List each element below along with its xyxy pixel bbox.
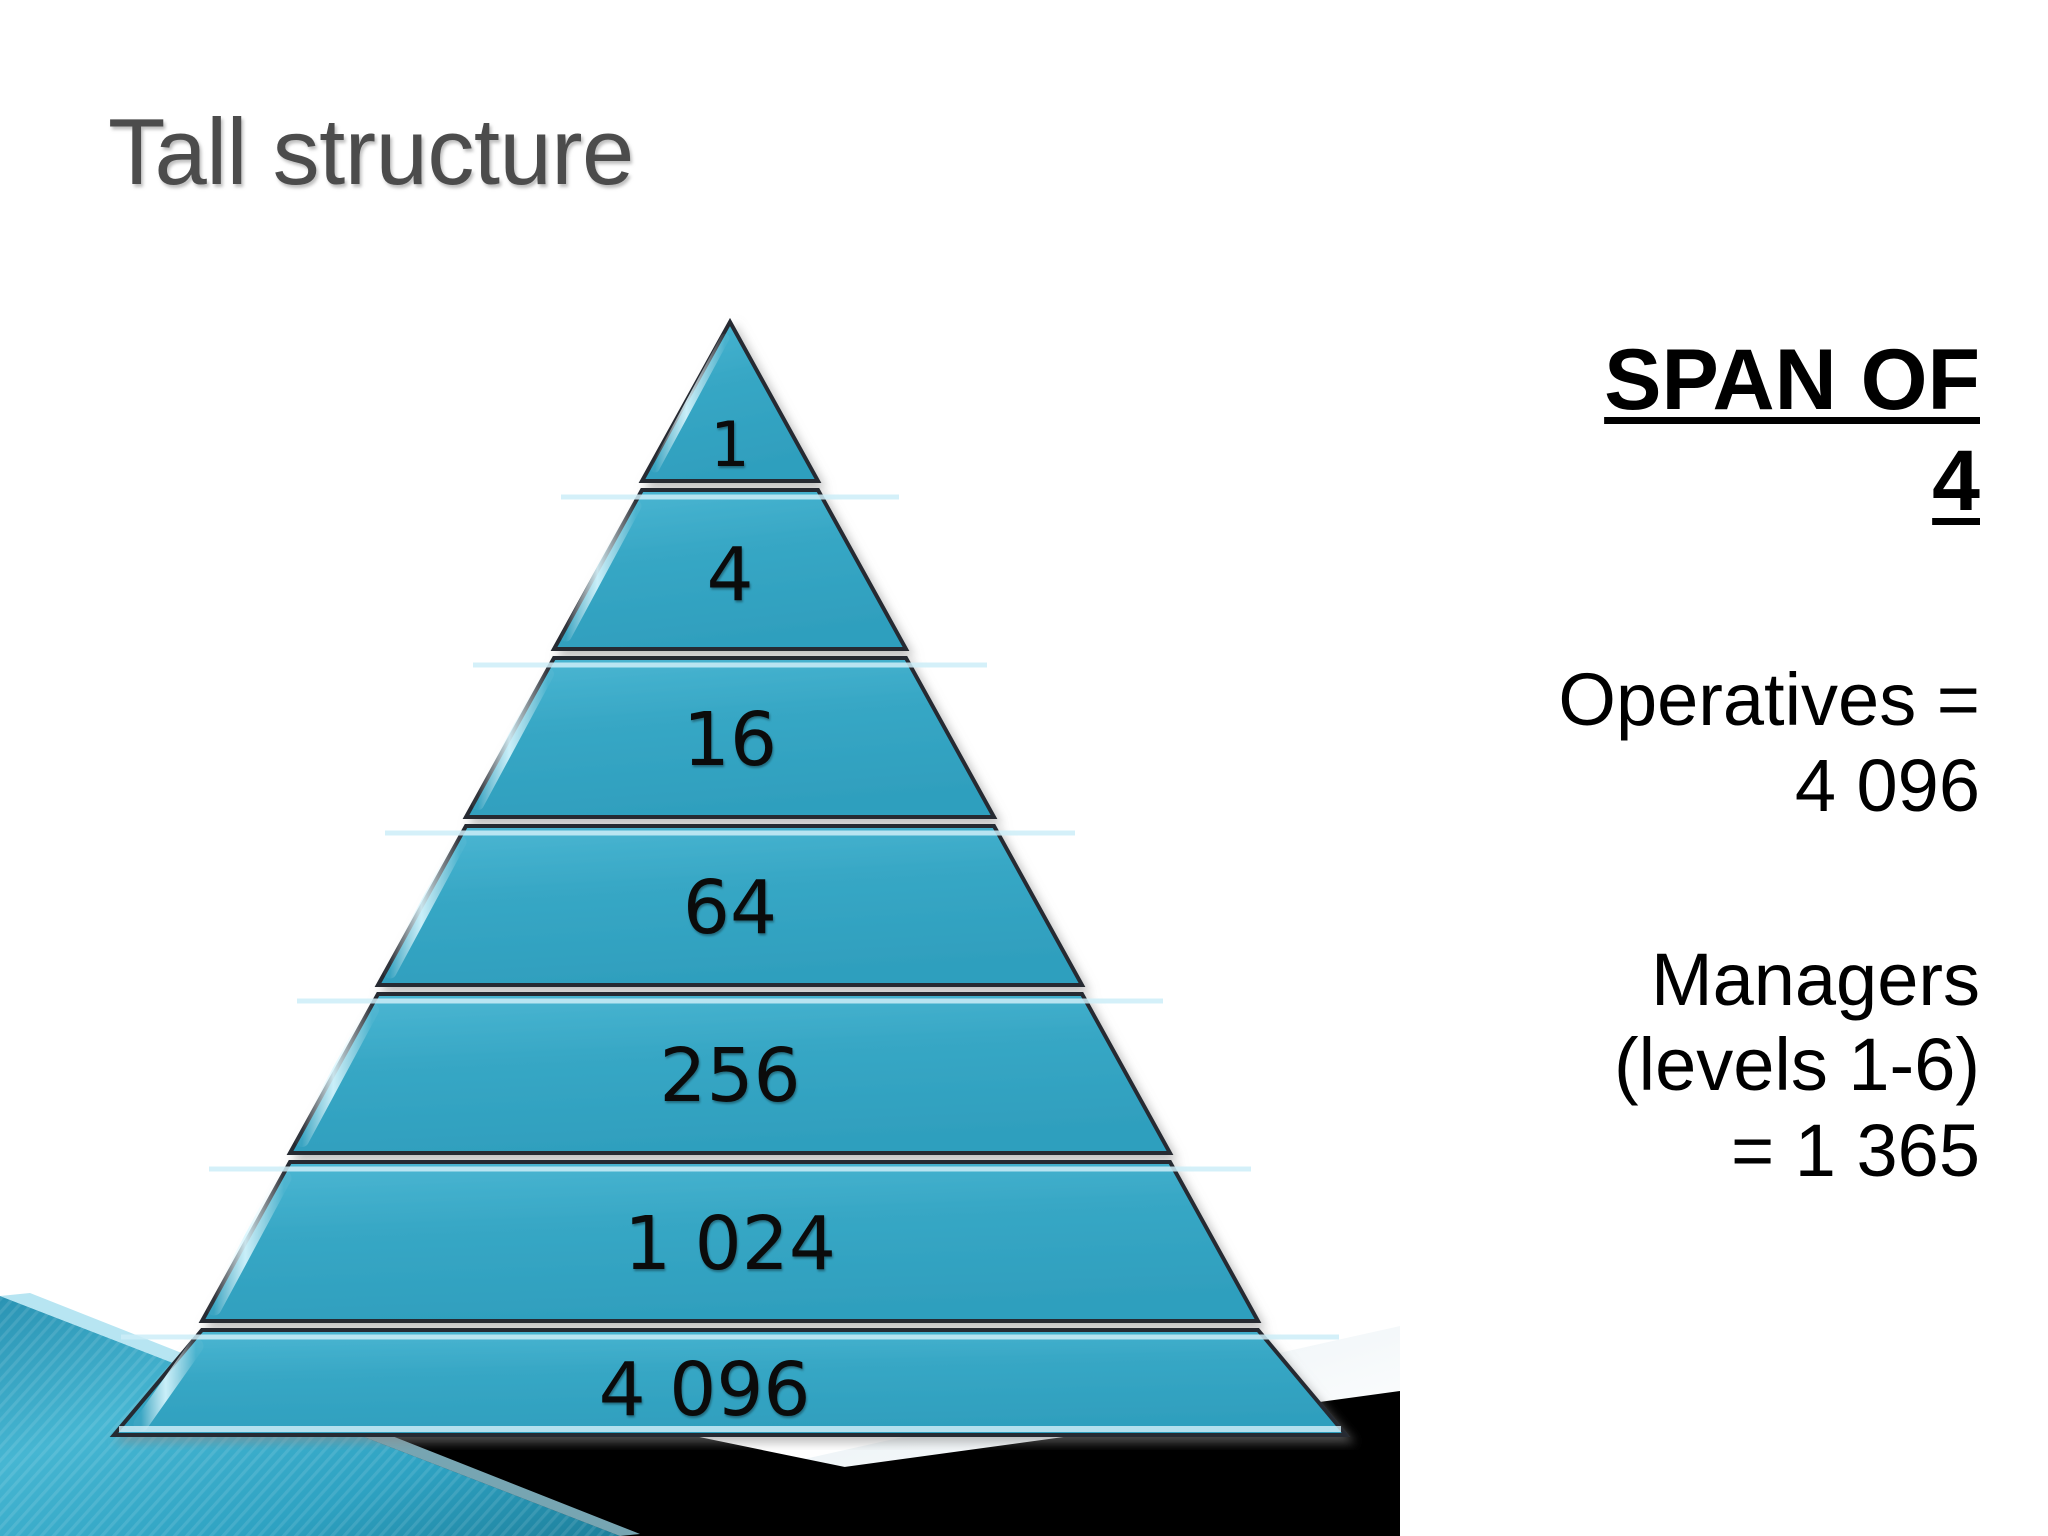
pyramid-level-4-label: 64 — [682, 865, 778, 951]
span-of-heading-line-2: 4 — [1932, 433, 1980, 530]
pyramid-level-6-label: 1 024 — [624, 1201, 836, 1287]
managers-value: = 1 365 — [1731, 1109, 1980, 1193]
pyramid-level-2-label: 4 — [706, 532, 754, 618]
tall-structure-pyramid: 1 4 16 64 256 1 024 4 096 — [95, 310, 1365, 1450]
explanation-column: SPAN OF 4 Operatives = 4 096 Managers (l… — [1380, 330, 1980, 1194]
managers-label: Managers — [1650, 937, 1980, 1021]
pyramid-level-1-label: 1 — [710, 408, 750, 481]
pyramid-level-5-label: 256 — [659, 1033, 801, 1119]
span-of-heading-line-1: SPAN OF — [1604, 332, 1980, 428]
managers-levels: (levels 1-6) — [1614, 1023, 1980, 1107]
managers-stat: Managers (levels 1-6) = 1 365 — [1380, 937, 1980, 1194]
pyramid-level-7-label: 4 096 — [598, 1347, 811, 1433]
operatives-value: 4 096 — [1794, 743, 1980, 827]
operatives-label: Operatives = — [1558, 657, 1980, 741]
page-title: Tall structure — [108, 99, 634, 204]
pyramid-level-3-label: 16 — [682, 697, 778, 783]
operatives-stat: Operatives = 4 096 — [1380, 657, 1980, 829]
span-of-heading: SPAN OF 4 — [1380, 330, 1980, 533]
